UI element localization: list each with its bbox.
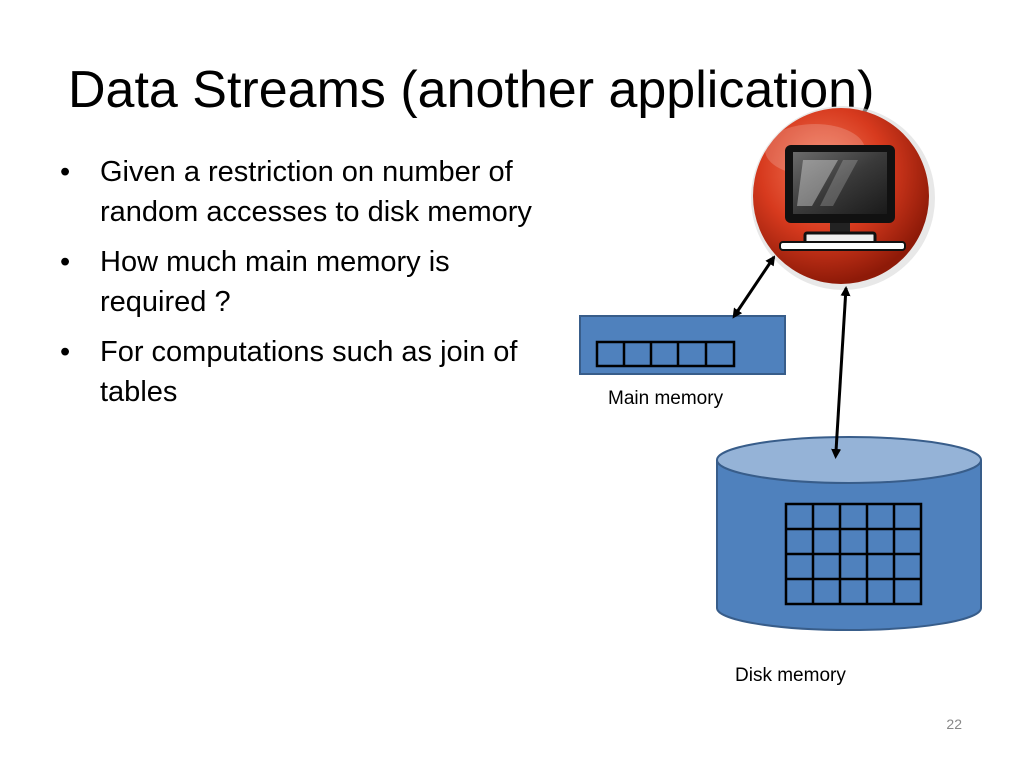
main-memory-label: Main memory: [608, 388, 724, 409]
bullet-text: Given a restriction on number of random …: [100, 156, 532, 228]
arrow-computer-disk-memory: [831, 286, 851, 459]
bullet-marker: •: [60, 156, 71, 188]
page-number: 22: [946, 716, 962, 732]
arrow-computer-main-memory: [732, 255, 776, 319]
bullet-text: How much main memory is required ?: [100, 246, 450, 318]
bullet-text: For computations such as join of tables: [100, 336, 518, 408]
disk-memory-label: Disk memory: [735, 665, 846, 686]
computer-monitor-icon: [779, 145, 906, 251]
slide-title: Data Streams (another application): [68, 61, 875, 119]
bullet-item: • For computations such as join of table…: [58, 332, 558, 412]
bullet-item: • How much main memory is required ?: [58, 242, 558, 322]
bullet-list: • Given a restriction on number of rando…: [58, 152, 558, 422]
bullet-item: • Given a restriction on number of rando…: [58, 152, 558, 232]
main-memory-block: [579, 315, 786, 375]
computer-badge: [751, 106, 935, 290]
bullet-marker: •: [60, 336, 71, 368]
disk-memory-cylinder: [716, 436, 982, 631]
bullet-marker: •: [60, 246, 71, 278]
